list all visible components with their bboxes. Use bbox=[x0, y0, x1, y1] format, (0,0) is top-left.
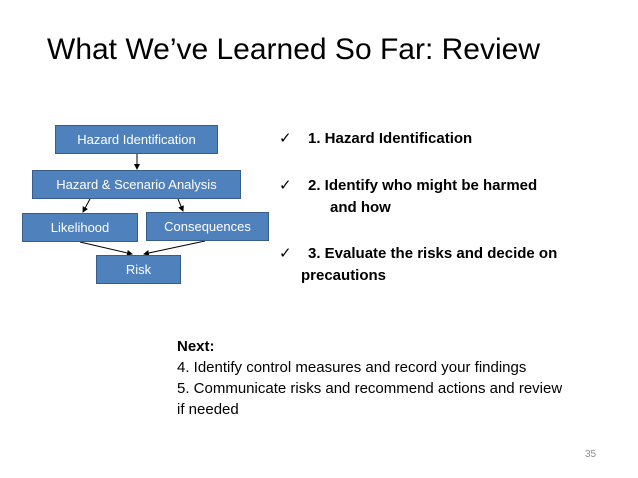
arrow-likelihood-to-risk bbox=[79, 241, 133, 256]
page-number: 35 bbox=[585, 449, 597, 460]
consequences-box: Consequences bbox=[146, 212, 269, 241]
checklist-item-3-line-2: precautions bbox=[301, 267, 387, 284]
hazard-scenario-analysis-box: Hazard & Scenario Analysis bbox=[32, 170, 241, 199]
next-line-2: 5. Communicate risks and recommend actio… bbox=[177, 380, 563, 397]
slide-title: What We’ve Learned So Far: Review bbox=[47, 33, 540, 66]
next-line-3: if needed bbox=[177, 401, 239, 418]
hazard-identification-box: Hazard Identification bbox=[55, 125, 218, 154]
checkmark-icon: ✓ bbox=[279, 245, 292, 262]
arrow-consequences-to-risk bbox=[143, 240, 206, 256]
next-heading: Next: bbox=[177, 338, 215, 355]
arrow-hsa-to-likelihood bbox=[82, 198, 91, 213]
checklist-item-1: 1. Hazard Identification bbox=[308, 130, 473, 147]
checkmark-icon: ✓ bbox=[279, 130, 292, 147]
risk-box: Risk bbox=[96, 255, 181, 284]
next-line-1: 4. Identify control measures and record … bbox=[177, 359, 527, 376]
checklist-item-3-line-1: 3. Evaluate the risks and decide on bbox=[308, 245, 558, 262]
checklist-item-2-line-2: and how bbox=[330, 199, 391, 216]
checklist-item-2-line-1: 2. Identify who might be harmed bbox=[308, 177, 538, 194]
checkmark-icon: ✓ bbox=[279, 177, 292, 194]
arrow-hsa-to-consequences bbox=[177, 198, 184, 212]
likelihood-box: Likelihood bbox=[22, 213, 138, 242]
next-steps: Next: 4. Identify control measures and r… bbox=[177, 336, 562, 420]
